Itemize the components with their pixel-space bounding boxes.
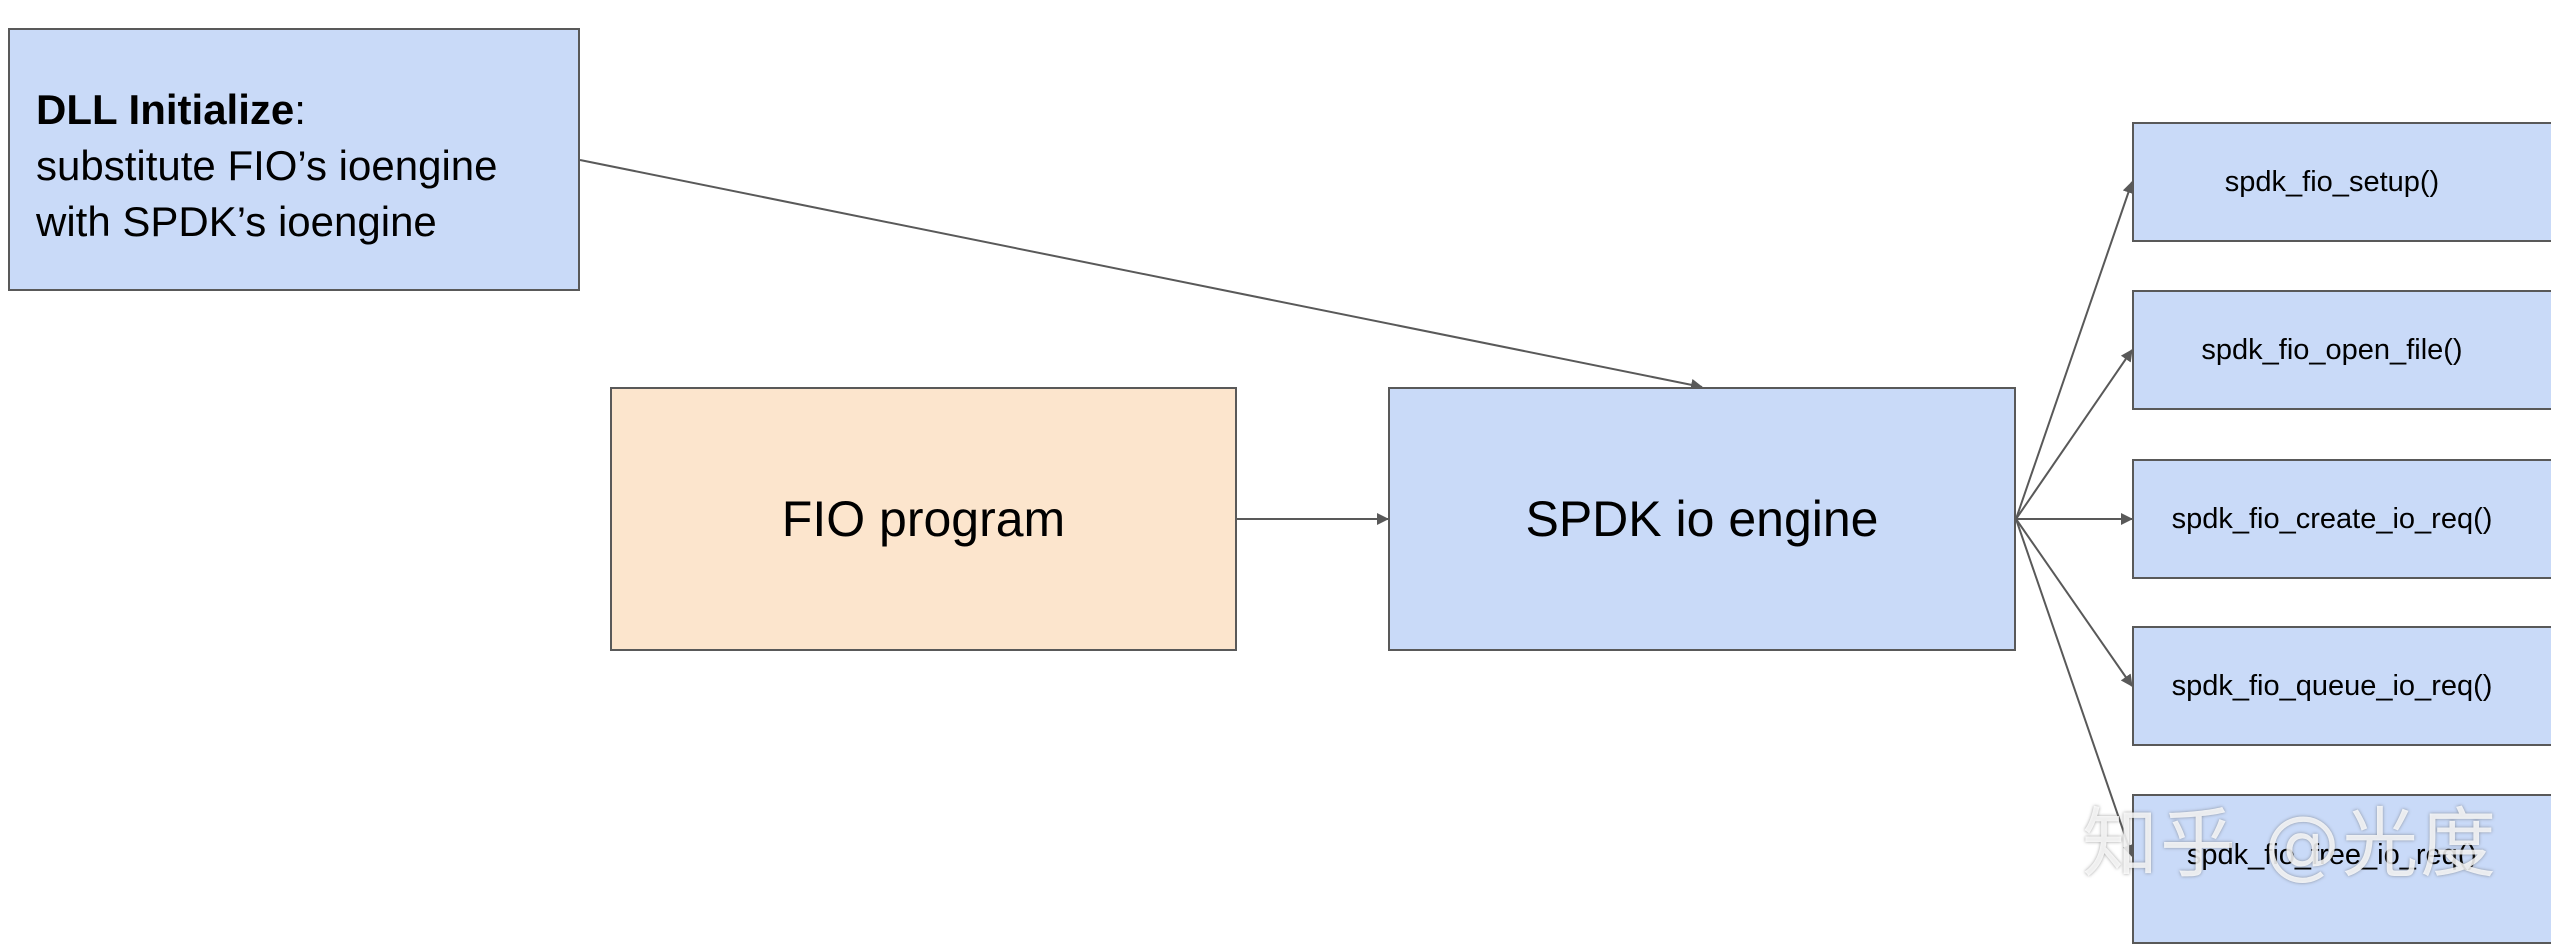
function-node-open-file: spdk_fio_open_file(): [2132, 290, 2551, 410]
dll-initialize-node: DLL Initialize: substitute FIO’s ioengin…: [8, 28, 580, 291]
function-node-queue-io-req: spdk_fio_queue_io_req(): [2132, 626, 2551, 746]
edge-dll-to-spdk: [579, 159, 1703, 391]
function-label: spdk_fio_open_file(): [2201, 333, 2463, 366]
dll-initialize-title: DLL Initialize: [36, 86, 295, 133]
edge-spdk-to-queue-io-req: [2015, 518, 2133, 687]
function-label: spdk_fio_setup(): [2224, 165, 2440, 198]
function-label: spdk_fio_free_io_req(): [2186, 838, 2478, 871]
dll-initialize-line-2: with SPDK’s ioengine: [36, 198, 437, 245]
function-label: spdk_fio_queue_io_req(): [2171, 669, 2493, 702]
function-label: spdk_fio_create_io_req(): [2171, 502, 2493, 535]
function-node-free-io-req: spdk_fio_free_io_req(): [2132, 794, 2551, 944]
dll-initialize-line-1: substitute FIO’s ioengine: [36, 142, 498, 189]
fio-program-node: FIO program: [610, 387, 1237, 651]
fio-program-label: FIO program: [781, 491, 1066, 547]
dll-initialize-colon: :: [294, 86, 306, 133]
spdk-io-engine-node: SPDK io engine: [1388, 387, 2016, 651]
function-node-create-io-req: spdk_fio_create_io_req(): [2132, 459, 2551, 579]
watermark: 知乎 @光度: [2082, 799, 2499, 888]
edge-spdk-to-setup: [2015, 181, 2135, 520]
dll-initialize-heading: DLL Initialize:: [36, 82, 554, 138]
spdk-io-engine-label: SPDK io engine: [1525, 491, 1879, 547]
function-node-setup: spdk_fio_setup(): [2132, 122, 2551, 242]
edge-spdk-to-open-file: [2015, 349, 2133, 520]
